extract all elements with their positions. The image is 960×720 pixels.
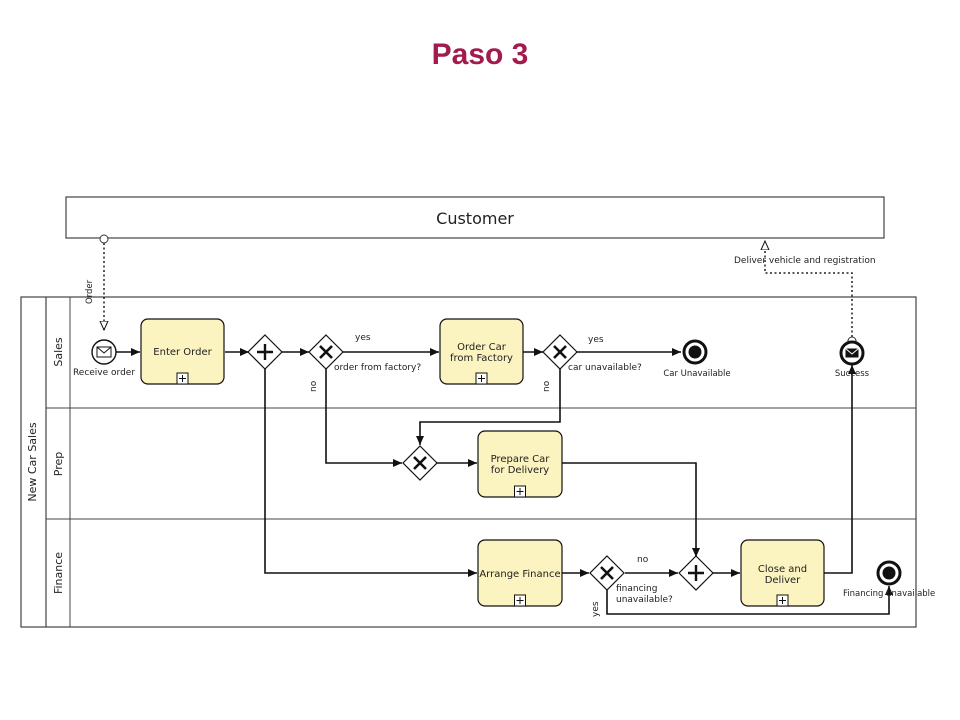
page-title: Paso 3 bbox=[431, 38, 529, 71]
flow-fork-to-finance bbox=[264, 369, 477, 577]
pool-label: New Car Sales bbox=[26, 422, 39, 501]
subprocess-marker-icon bbox=[776, 594, 789, 607]
subprocess-marker-icon bbox=[514, 594, 526, 607]
receive-order-label: Receive order bbox=[73, 368, 135, 378]
parallel-gateway-join[interactable] bbox=[678, 555, 714, 591]
end-event-success[interactable]: Success bbox=[835, 340, 870, 379]
task-close-deliver-line2: Deliver bbox=[765, 575, 801, 586]
x-icon bbox=[600, 566, 614, 580]
lane-prep[interactable]: Prep bbox=[46, 408, 916, 520]
gateway-order-from-factory-label: order from factory? bbox=[334, 363, 421, 373]
envelope-icon bbox=[96, 346, 112, 358]
exclusive-gateway-merge[interactable] bbox=[402, 445, 438, 481]
task-arrange-finance[interactable]: Arrange Finance bbox=[477, 539, 563, 607]
flow-label-no-1: no bbox=[309, 380, 319, 392]
lane-label-finance: Finance bbox=[52, 552, 65, 594]
flow-label-yes-2: yes bbox=[588, 335, 604, 345]
flow-label-yes-1: yes bbox=[355, 333, 371, 343]
task-order-car[interactable]: Order Car from Factory bbox=[439, 318, 524, 385]
flow-gateway3-yes bbox=[606, 586, 893, 615]
task-order-car-line2: from Factory bbox=[450, 353, 513, 364]
gateway-financing-label-line1: financing bbox=[616, 584, 657, 594]
customer-pool[interactable]: Customer bbox=[65, 196, 885, 239]
lane-label-sales: Sales bbox=[52, 337, 65, 367]
start-event-receive-order[interactable]: Receive order bbox=[73, 339, 135, 378]
task-close-deliver-line1: Close and bbox=[758, 564, 807, 575]
order-flow-label: Order bbox=[85, 279, 95, 304]
subprocess-marker-icon bbox=[176, 372, 189, 385]
exclusive-gateway-order-from-factory[interactable]: order from factory? bbox=[308, 334, 421, 373]
exclusive-gateway-car-unavailable[interactable]: car unavailable? bbox=[542, 334, 642, 373]
flow-gateway2-no bbox=[416, 369, 561, 445]
lane-finance[interactable]: Finance bbox=[52, 519, 71, 627]
x-icon bbox=[413, 456, 427, 470]
task-enter-order[interactable]: Enter Order bbox=[140, 318, 225, 385]
end-event-financing-unavailable[interactable]: Financing unavailable bbox=[843, 560, 935, 599]
deliver-flow-label: Deliver vehicle and registration bbox=[734, 256, 876, 266]
lane-label-prep: Prep bbox=[52, 452, 65, 476]
gateway-car-unavailable-label: car unavailable? bbox=[568, 363, 642, 373]
success-label: Success bbox=[835, 369, 870, 379]
x-icon bbox=[553, 345, 567, 359]
flow-prepare-to-join bbox=[562, 462, 700, 557]
customer-pool-label: Customer bbox=[436, 209, 514, 228]
task-enter-order-label: Enter Order bbox=[153, 347, 212, 358]
flow-gateway1-no bbox=[325, 369, 402, 467]
task-arrange-finance-label: Arrange Finance bbox=[479, 569, 560, 580]
task-prepare-car[interactable]: Prepare Car for Delivery bbox=[477, 430, 563, 498]
gateway-financing-label-line2: unavailable? bbox=[616, 595, 673, 605]
flow-label-yes-3: yes bbox=[591, 601, 601, 617]
task-order-car-line1: Order Car bbox=[457, 342, 507, 353]
message-flow-order[interactable]: Order bbox=[85, 234, 108, 330]
plus-icon bbox=[688, 565, 704, 581]
flow-label-no-2: no bbox=[542, 380, 552, 392]
plus-icon bbox=[257, 344, 273, 360]
financing-unavailable-label: Financing unavailable bbox=[843, 589, 935, 599]
task-prepare-car-line2: for Delivery bbox=[491, 465, 550, 476]
sequence-flows bbox=[116, 348, 893, 615]
task-prepare-car-line1: Prepare Car bbox=[491, 454, 551, 465]
task-close-deliver[interactable]: Close and Deliver bbox=[740, 539, 825, 607]
flow-close-to-success bbox=[824, 365, 856, 574]
envelope-filled-icon bbox=[845, 348, 859, 358]
parallel-gateway-fork[interactable] bbox=[247, 334, 283, 370]
subprocess-marker-icon bbox=[514, 485, 526, 498]
subprocess-marker-icon bbox=[475, 372, 488, 385]
exclusive-gateway-financing-unavailable[interactable]: financing unavailable? bbox=[589, 555, 673, 605]
end-event-car-unavailable[interactable]: Car Unavailable bbox=[663, 339, 731, 379]
lane-sales[interactable]: Sales bbox=[46, 297, 916, 409]
flow-label-no-3: no bbox=[637, 555, 649, 565]
car-unavailable-label: Car Unavailable bbox=[663, 369, 730, 379]
x-icon bbox=[319, 345, 333, 359]
